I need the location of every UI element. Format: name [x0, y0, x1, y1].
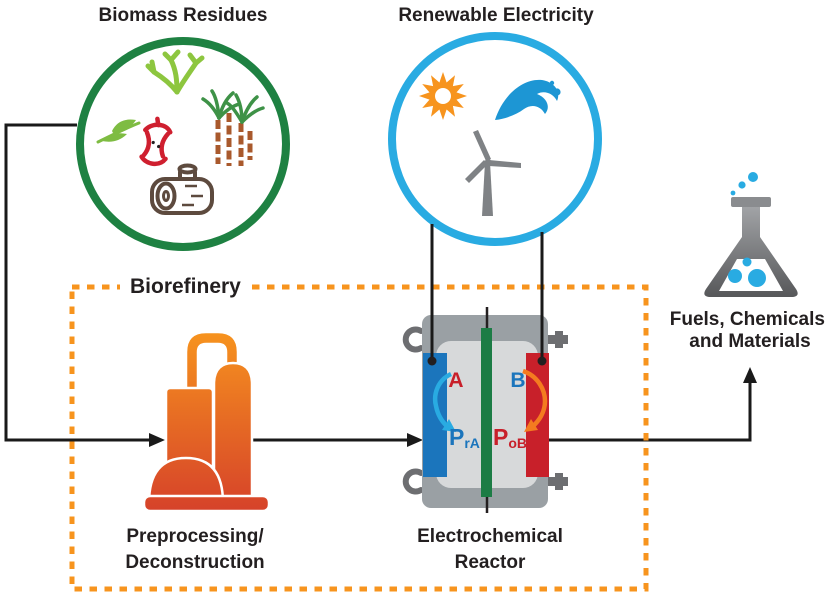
- electrode-left-blue: [423, 353, 447, 477]
- flask-body: [704, 207, 798, 297]
- product-pra-main: P: [449, 424, 465, 450]
- seaweed-icon: [145, 49, 205, 95]
- wind-turbine-icon: [465, 130, 521, 216]
- product-pra-sub: rA: [464, 435, 480, 451]
- oxidation-arrow: [522, 368, 548, 429]
- reduction-arrowhead: [442, 419, 456, 432]
- sun-icon: [419, 72, 467, 120]
- right-column: [212, 361, 254, 499]
- terminal-right: [537, 356, 547, 366]
- left-column: [164, 386, 215, 470]
- preprocessing-caption: Preprocessing/ Deconstruction: [95, 524, 295, 576]
- biomass-title: Biomass Residues: [98, 5, 268, 26]
- reactant-b-label: B: [510, 369, 526, 392]
- bolt-hardware: [547, 331, 568, 490]
- preprocessing-caption-line2: Deconstruction: [125, 552, 265, 573]
- flask-icon: [704, 172, 798, 297]
- reactant-a-label: A: [448, 369, 464, 392]
- product-pob-sub: oB: [508, 435, 528, 451]
- reactor-caption-line1: Electrochemical: [417, 526, 563, 547]
- biomass-circle: [76, 37, 290, 251]
- renewable-title: Renewable Electricity: [398, 5, 594, 26]
- reactor-caption-line2: Reactor: [454, 552, 526, 573]
- biorefinery-title: Biorefinery: [120, 273, 251, 301]
- ocean-wave-icon: [495, 79, 561, 120]
- base-bar: [142, 494, 271, 513]
- wires: [430, 224, 544, 361]
- flask-bubbles: [728, 172, 766, 287]
- flow-arrow-biomass-to-preprocessing: [4, 123, 150, 442]
- membrane: [481, 328, 492, 497]
- flow-arrowheads: [149, 367, 757, 447]
- electrochemical-cell-icon: [402, 224, 568, 513]
- flow-arrow-reactor-to-flask: [549, 381, 752, 442]
- biorefinery-boundary: [69, 284, 649, 592]
- renewable-circle: [388, 32, 602, 246]
- apple-core-icon: [139, 116, 173, 167]
- reduction-arrow: [433, 371, 453, 429]
- sugarcane-icon: [201, 89, 265, 166]
- dome-vessel: [147, 456, 225, 505]
- leaf-sprig-icon: [96, 119, 141, 144]
- output-caption-line2: and Materials: [689, 331, 811, 352]
- product-pob-main: P: [493, 424, 509, 450]
- output-caption: Fuels, Chemicals, and Materials: [660, 309, 825, 353]
- electrode-right-red: [526, 353, 549, 477]
- distillation-columns-icon: [142, 330, 271, 513]
- flow-lines: [4, 123, 752, 442]
- oxidation-arrowhead: [524, 419, 538, 432]
- log-icon: [150, 163, 214, 215]
- product-pob-label: PoB: [493, 424, 528, 451]
- reactor-caption: Electrochemical Reactor: [390, 524, 590, 576]
- terminal-left: [427, 356, 437, 366]
- flask-rim: [731, 197, 771, 207]
- product-pra-label: PrA: [449, 424, 480, 451]
- clamp-hardware: [402, 326, 424, 495]
- preprocessing-caption-line1: Preprocessing/: [126, 526, 264, 547]
- output-caption-line1: Fuels, Chemicals,: [669, 309, 825, 330]
